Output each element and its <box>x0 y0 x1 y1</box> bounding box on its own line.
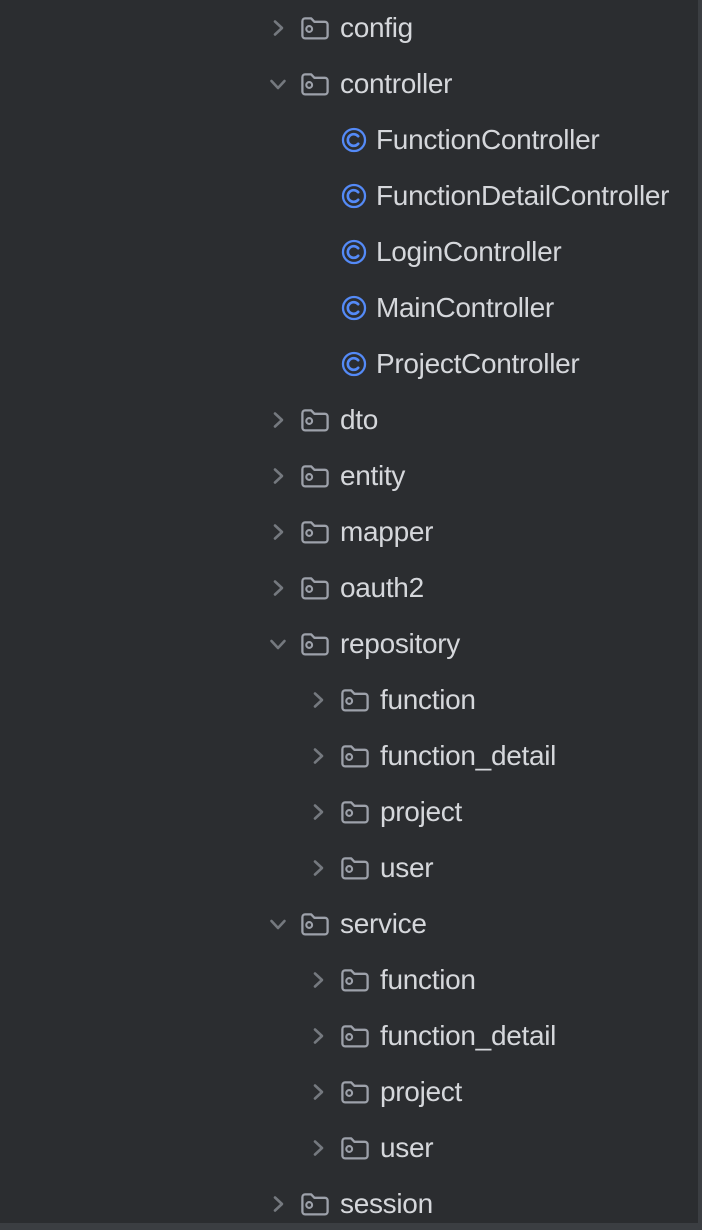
folder-icon <box>340 1022 370 1050</box>
tree-item-label: LoginController <box>376 236 562 267</box>
folder-icon <box>300 406 330 434</box>
class-icon <box>340 350 368 378</box>
chevron-right-icon[interactable] <box>264 518 292 546</box>
folder-icon <box>340 966 370 994</box>
tree-item-project[interactable]: project <box>0 1064 702 1120</box>
tree-item-label: project <box>380 796 462 827</box>
tree-item-label: function <box>380 964 476 995</box>
chevron-down-icon[interactable] <box>264 910 292 938</box>
folder-icon <box>300 518 330 546</box>
chevron-spacer <box>304 182 332 210</box>
tree-item-label: project <box>380 1076 462 1107</box>
chevron-spacer <box>304 350 332 378</box>
chevron-spacer <box>304 238 332 266</box>
tree-item-label: function <box>380 684 476 715</box>
folder-icon <box>340 1078 370 1106</box>
tree-item-label: user <box>380 852 434 883</box>
tree-item-repository[interactable]: repository <box>0 616 702 672</box>
tree-item-service[interactable]: service <box>0 896 702 952</box>
chevron-right-icon[interactable] <box>304 966 332 994</box>
chevron-right-icon[interactable] <box>304 854 332 882</box>
tree-item-label: service <box>340 908 427 939</box>
chevron-spacer <box>304 126 332 154</box>
tree-item-session[interactable]: session <box>0 1176 702 1230</box>
tree-item-label: mapper <box>340 516 434 547</box>
tree-item-label: MainController <box>376 292 554 323</box>
tree-item-label: controller <box>340 68 453 99</box>
class-icon <box>340 238 368 266</box>
folder-icon <box>300 462 330 490</box>
tree-item-entity[interactable]: entity <box>0 448 702 504</box>
folder-icon <box>300 630 330 658</box>
tree-item-function[interactable]: function <box>0 672 702 728</box>
tree-item-LoginController[interactable]: LoginController <box>0 224 702 280</box>
class-icon <box>340 294 368 322</box>
folder-icon <box>340 1134 370 1162</box>
tree-item-label: user <box>380 1132 434 1163</box>
folder-icon <box>300 14 330 42</box>
tree-item-project[interactable]: project <box>0 784 702 840</box>
tree-item-function_detail[interactable]: function_detail <box>0 1008 702 1064</box>
tree-item-label: repository <box>340 628 460 659</box>
folder-icon <box>340 798 370 826</box>
chevron-right-icon[interactable] <box>264 574 292 602</box>
panel-divider[interactable] <box>698 0 702 1230</box>
tree-item-dto[interactable]: dto <box>0 392 702 448</box>
tree-item-FunctionController[interactable]: FunctionController <box>0 112 702 168</box>
tree-item-ProjectController[interactable]: ProjectController <box>0 336 702 392</box>
folder-icon <box>340 686 370 714</box>
chevron-right-icon[interactable] <box>304 1078 332 1106</box>
class-icon <box>340 182 368 210</box>
class-icon <box>340 126 368 154</box>
tree-item-label: function_detail <box>380 740 557 771</box>
tree-item-label: function_detail <box>380 1020 557 1051</box>
chevron-right-icon[interactable] <box>304 742 332 770</box>
chevron-right-icon[interactable] <box>304 1022 332 1050</box>
tree-item-function[interactable]: function <box>0 952 702 1008</box>
chevron-right-icon[interactable] <box>264 14 292 42</box>
chevron-right-icon[interactable] <box>264 1190 292 1218</box>
tree-item-label: FunctionController <box>376 124 600 155</box>
chevron-right-icon[interactable] <box>304 798 332 826</box>
chevron-spacer <box>304 294 332 322</box>
folder-icon <box>300 70 330 98</box>
tree-item-label: ProjectController <box>376 348 580 379</box>
horizontal-divider[interactable] <box>0 1223 702 1230</box>
chevron-right-icon[interactable] <box>304 1134 332 1162</box>
tree-item-mapper[interactable]: mapper <box>0 504 702 560</box>
tree-item-label: entity <box>340 460 406 491</box>
chevron-down-icon[interactable] <box>264 70 292 98</box>
tree-item-label: session <box>340 1188 433 1219</box>
tree-item-controller[interactable]: controller <box>0 56 702 112</box>
tree-item-user[interactable]: user <box>0 840 702 896</box>
tree-item-MainController[interactable]: MainController <box>0 280 702 336</box>
chevron-right-icon[interactable] <box>264 462 292 490</box>
folder-icon <box>300 910 330 938</box>
tree-item-label: dto <box>340 404 379 435</box>
tree-item-user[interactable]: user <box>0 1120 702 1176</box>
tree-item-config[interactable]: config <box>0 0 702 56</box>
chevron-right-icon[interactable] <box>264 406 292 434</box>
chevron-right-icon[interactable] <box>304 686 332 714</box>
folder-icon <box>300 574 330 602</box>
folder-icon <box>300 1190 330 1218</box>
folder-icon <box>340 854 370 882</box>
tree-item-label: oauth2 <box>340 572 424 603</box>
tree-item-label: config <box>340 12 413 43</box>
tree-item-label: FunctionDetailController <box>376 180 670 211</box>
tree-item-oauth2[interactable]: oauth2 <box>0 560 702 616</box>
tree-item-function_detail[interactable]: function_detail <box>0 728 702 784</box>
tree-item-FunctionDetailController[interactable]: FunctionDetailController <box>0 168 702 224</box>
folder-icon <box>340 742 370 770</box>
chevron-down-icon[interactable] <box>264 630 292 658</box>
